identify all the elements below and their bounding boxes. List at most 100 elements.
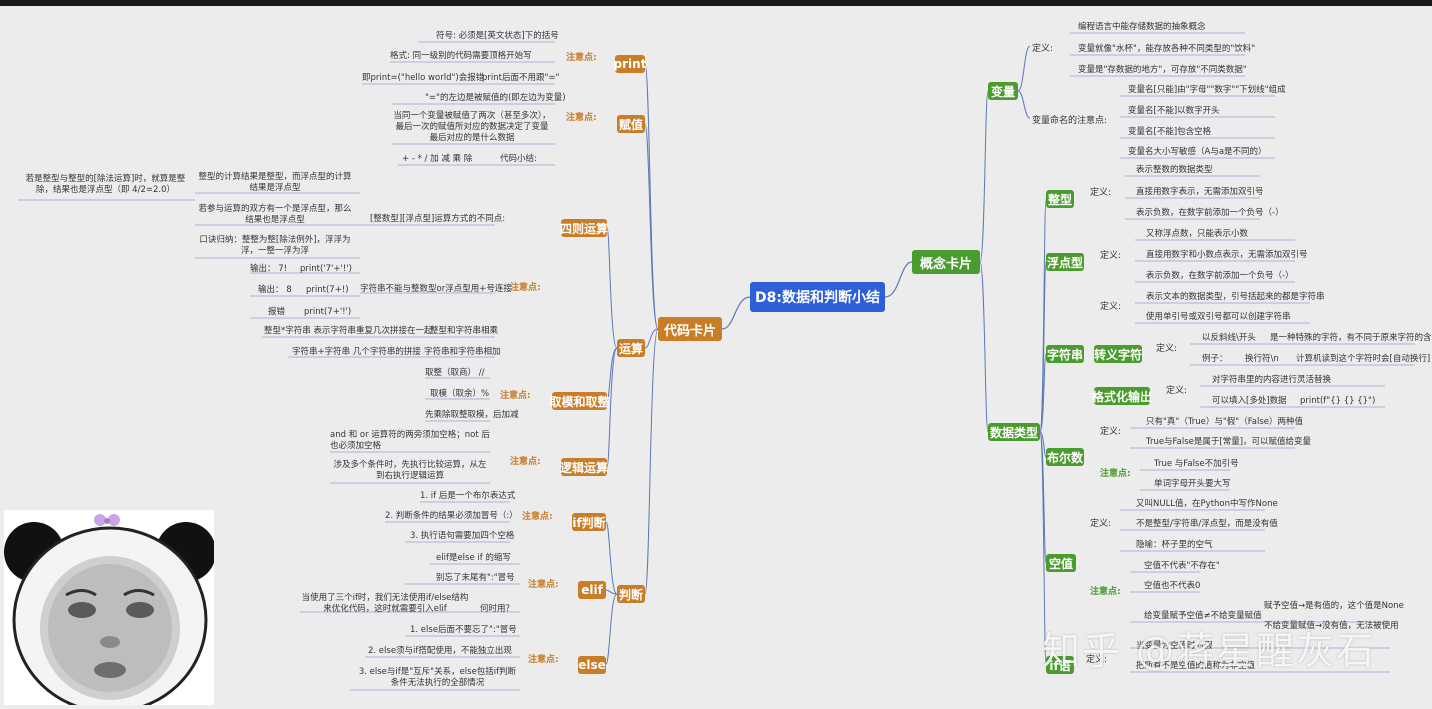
none-note-2: 空值也不代表0 bbox=[1144, 581, 1201, 591]
fmt-def-label: 定义: bbox=[1166, 386, 1188, 396]
print-item-2: 格式: 同一级别的代码需要顶格开始写 bbox=[390, 51, 532, 61]
else-item-1: 1. else后面不要忘了":"冒号 bbox=[410, 625, 517, 635]
root-node[interactable]: D8:数据和判断小结 bbox=[750, 282, 885, 312]
variable-node[interactable]: 变量 bbox=[988, 82, 1018, 100]
float-item-2: 直接用数字和小数点表示，无需添加双引号 bbox=[1146, 250, 1308, 260]
elif-item-4: 何时用？ bbox=[480, 604, 515, 614]
ops-node[interactable]: 运算 bbox=[617, 339, 645, 357]
if-statement-item-1: 当变量为空值时为假 bbox=[1136, 641, 1213, 651]
logic-item-1: and 和 or 运算符的两旁须加空格；not 后也必须加空格 bbox=[330, 430, 490, 451]
arith-summary-label: 代码小结: bbox=[500, 154, 537, 164]
logic-node[interactable]: 逻辑运算 bbox=[560, 458, 608, 476]
else-item-2: 2. else须与if搭配使用，不能独立出现 bbox=[368, 646, 512, 656]
escape-item-2: 是一种特殊的字符，有不同于原来字符的含义 bbox=[1270, 333, 1432, 343]
none-note: 注意点: bbox=[1090, 587, 1121, 597]
bool-note-2: 单词字母开头要大写 bbox=[1154, 479, 1231, 489]
str-node[interactable]: 字符串 bbox=[1046, 345, 1084, 363]
if-item-2: 2. 判断条件的结果必须加冒号（:） bbox=[385, 511, 518, 521]
elif-item-1: elif是else if 的缩写 bbox=[436, 553, 511, 563]
elif-note: 注意点: bbox=[528, 580, 559, 590]
arith-summary: + - * / 加 减 乘 除 bbox=[402, 154, 473, 164]
logic-item-2: 涉及多个条件时，先执行比较运算，从左到右执行逻辑运算 bbox=[333, 460, 487, 481]
arith-str-4: print(7+!) bbox=[306, 285, 349, 295]
bool-item-1: 只有"真"（True）与"假"（False）两种值 bbox=[1146, 417, 1304, 427]
variable-def-2: 变量就像"水杯"，能存放各种不同类型的"饮料" bbox=[1078, 44, 1256, 54]
watermark-text: 知乎 @蒋星醒灰石 bbox=[1042, 629, 1377, 673]
float-node[interactable]: 浮点型 bbox=[1046, 253, 1084, 271]
str-def-label: 定义: bbox=[1100, 302, 1122, 312]
float-item-1: 又称浮点数，只能表示小数 bbox=[1146, 229, 1249, 239]
if-statement-def-label: 定义: bbox=[1086, 655, 1108, 665]
fmt-item-2: 可以填入[多处]数据 bbox=[1212, 396, 1287, 406]
bool-item-2: True与False是属于[常量]，可以赋值给变量 bbox=[1146, 437, 1312, 447]
none-note-1: 空值不代表"不存在" bbox=[1144, 561, 1220, 571]
assign-item-2: 当同一个变量被赋值了两次（甚至多次），最后一次的赋值所对应的数据决定了变量最后对… bbox=[393, 111, 551, 143]
variable-naming-label: 变量命名的注意点: bbox=[1032, 116, 1108, 126]
bool-node[interactable]: 布尔数 bbox=[1046, 448, 1084, 466]
escape-item-1: 以反斜线\开头 bbox=[1202, 333, 1256, 343]
variable-def-3: 变量是"存数据的地方"，可存放"不同类数据" bbox=[1078, 65, 1247, 75]
arith-mul-2: 整型和字符串相乘 bbox=[430, 326, 499, 336]
arith-node[interactable]: 四则运算 bbox=[560, 219, 608, 237]
print-item-1: 符号: 必须是[英文状态]下的括号 bbox=[436, 31, 559, 41]
none-item-1: 又叫NULL值，在Python中写作None bbox=[1136, 499, 1278, 509]
variable-naming-3: 变量名[不能]包含空格 bbox=[1128, 127, 1212, 137]
assign-item-1: "="的左边是被赋值的(即左边为变量) bbox=[425, 93, 566, 103]
int-node[interactable]: 整型 bbox=[1046, 190, 1074, 208]
arith-mul-1: 整型*字符串 表示字符串重复几次拼接在一起 bbox=[264, 326, 433, 336]
assign-node[interactable]: 赋值 bbox=[617, 115, 645, 133]
arith-note: 注意点: bbox=[510, 283, 541, 293]
judge-node[interactable]: 判断 bbox=[617, 585, 645, 603]
if-statement-node[interactable]: if语 bbox=[1046, 656, 1074, 674]
variable-def-1: 编程语言中能存储数据的抽象概念 bbox=[1078, 22, 1206, 32]
mod-note: 注意点: bbox=[500, 391, 531, 401]
str-item-1: 表示文本的数据类型，引号括起来的都是字符串 bbox=[1146, 292, 1325, 302]
int-def-label: 定义: bbox=[1090, 188, 1112, 198]
bool-note-1: True 与False不加引号 bbox=[1154, 459, 1239, 469]
if-note: 注意点: bbox=[522, 512, 553, 522]
else-node[interactable]: else bbox=[578, 656, 606, 674]
concept-card-node[interactable]: 概念卡片 bbox=[912, 250, 980, 274]
elif-node[interactable]: elif bbox=[578, 581, 606, 599]
arith-diff-title: [整数型][浮点型]运算方式的不同点: bbox=[370, 214, 506, 224]
top-bar bbox=[0, 0, 1432, 6]
variable-def-label: 定义: bbox=[1032, 44, 1054, 54]
print-node[interactable]: print bbox=[613, 55, 647, 73]
escape-node[interactable]: 转义字符 bbox=[1094, 345, 1142, 363]
fmt-node[interactable]: 格式化输出 bbox=[1092, 387, 1152, 405]
none-item-3: 隐喻：杯子里的空气 bbox=[1136, 540, 1213, 550]
types-node[interactable]: 数据类型 bbox=[988, 423, 1040, 441]
arith-str-6: print(7+'!') bbox=[304, 307, 352, 317]
none-note-3: 给变量赋予空值≠不给变量赋值 bbox=[1144, 611, 1262, 621]
arith-diff-3: 若参与运算的双方有一个是浮点型，那么结果也是浮点型 bbox=[198, 204, 352, 225]
arith-str-3: 输出： 8 bbox=[258, 285, 292, 295]
none-node[interactable]: 空值 bbox=[1046, 554, 1076, 572]
str-item-2: 使用单引号或双引号都可以创建字符串 bbox=[1146, 312, 1291, 322]
mod-node[interactable]: 取模和取整 bbox=[550, 392, 610, 410]
escape-item-3: 例子： bbox=[1202, 354, 1228, 364]
arith-diff-4: 口诀归纳：整整为整[除法例外]，浮浮为浮，一整一浮为浮 bbox=[199, 235, 351, 256]
none-note-4: 赋予空值→是有值的，这个值是None bbox=[1264, 601, 1404, 611]
panda-meme-image bbox=[4, 510, 216, 709]
arith-str-title: 字符串不能与整数型or浮点型用+号连接 bbox=[360, 284, 512, 294]
bool-def-label: 定义: bbox=[1100, 427, 1122, 437]
code-card-node[interactable]: 代码卡片 bbox=[658, 317, 722, 341]
arith-diff-2: 若是整型与整型的[除法运算]时，就算是整除，结果也是浮点型（即 4/2=2.0） bbox=[25, 174, 186, 195]
int-item-1: 表示整数的数据类型 bbox=[1136, 165, 1213, 175]
if-item-3: 3. 执行语句需要加四个空格 bbox=[410, 531, 515, 541]
arith-str-1: 输出： 7! bbox=[250, 264, 288, 274]
none-def-label: 定义: bbox=[1090, 519, 1112, 529]
arith-mul-3: 字符串+字符串 几个字符串的拼接 bbox=[292, 347, 421, 357]
assign-note: 注意点: bbox=[566, 113, 597, 123]
logic-note: 注意点: bbox=[510, 457, 541, 467]
print-item-4: print后面不用跟"=" bbox=[482, 73, 560, 83]
arith-str-2: print('7'+'!') bbox=[300, 264, 352, 274]
if-node[interactable]: if判断 bbox=[572, 513, 606, 531]
elif-item-3: 当使用了三个if时，我们无法使用if/else结构来优化代码，这时就需要引入el… bbox=[301, 593, 469, 614]
mod-item-2: 取模（取余）% bbox=[430, 389, 490, 399]
if-item-1: 1. if 后是一个布尔表达式 bbox=[420, 491, 516, 501]
escape-def-label: 定义: bbox=[1156, 344, 1178, 354]
variable-naming-1: 变量名[只能]由"字母""数字""下划线"组成 bbox=[1128, 85, 1286, 95]
none-note-5: 不给变量赋值→没有值，无法被使用 bbox=[1264, 621, 1399, 631]
